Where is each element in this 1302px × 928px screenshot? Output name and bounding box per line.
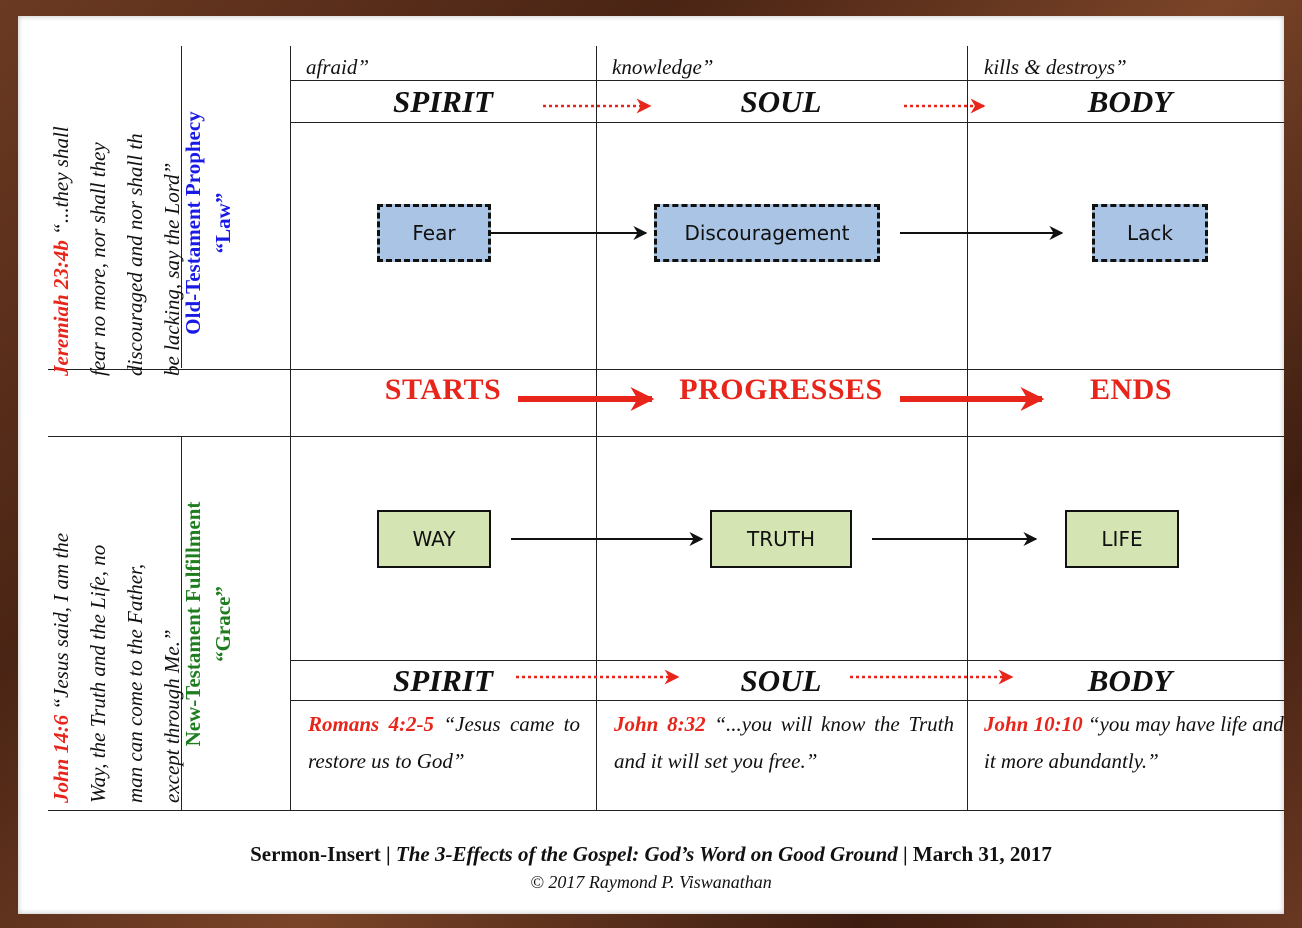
grid-line — [290, 700, 1284, 701]
grid-line — [290, 660, 1284, 661]
truth-box: TRUTH — [710, 510, 852, 568]
john1010-text: “you may have life and it more abundantl… — [984, 712, 1284, 773]
grace-header-body: BODY — [1087, 663, 1173, 698]
romans-citation: Romans 4:2-5 “Jesus came to restore us t… — [308, 706, 580, 780]
grid-line — [48, 369, 1284, 370]
grid-line — [967, 46, 968, 810]
arrow-layer — [491, 98, 1064, 685]
grid-line — [181, 436, 182, 810]
grid-line — [290, 46, 291, 810]
body-quote-tail: kills & destroys” — [984, 55, 1127, 79]
grace-header-soul: SOUL — [740, 663, 822, 698]
copyright-clip: © 2017 Raymond P. Viswanathan — [18, 872, 1284, 892]
john832-citation: John 8:32 “...you will know the Truth an… — [614, 706, 954, 780]
grid-line — [181, 46, 182, 368]
footer-date: | March 31, 2017 — [897, 842, 1052, 866]
copyright: © 2017 Raymond P. Viswanathan — [530, 872, 772, 892]
grid-line — [48, 436, 1284, 437]
fear-box: Fear — [377, 204, 491, 262]
footer-title: The 3-Effects of the Gospel: God’s Word … — [395, 842, 898, 866]
soul-quote-tail: knowledge” — [612, 55, 714, 79]
romans-text: “Jesus came to restore us to God” — [308, 712, 580, 773]
john832-text: “...you will know the Truth and it will … — [614, 712, 954, 773]
spirit-quote-tail: afraid” — [306, 55, 370, 79]
grid-line — [596, 46, 597, 810]
john832-ref: John 8:32 — [614, 712, 706, 736]
john1010-ref: John 10:10 — [984, 712, 1083, 736]
footer-prefix: Sermon-Insert | — [250, 842, 396, 866]
grid-line — [48, 810, 1284, 811]
romans-ref: Romans 4:2-5 — [308, 712, 435, 736]
ends-label: ENDS — [1089, 373, 1173, 406]
grace-header-spirit: SPIRIT — [393, 663, 493, 698]
life-box: LIFE — [1065, 510, 1179, 568]
discouragement-box: Discouragement — [654, 204, 880, 262]
law-header-spirit: SPIRIT — [393, 84, 493, 119]
lack-box: Lack — [1092, 204, 1208, 262]
sermon-insert-page: afraid” knowledge” kills & destroys” SPI… — [18, 16, 1284, 914]
john1010-citation: John 10:10 “you may have life and it mor… — [984, 706, 1284, 780]
grid-line — [290, 80, 1284, 81]
law-header-soul: SOUL — [740, 84, 822, 119]
way-box: WAY — [377, 510, 491, 568]
law-header-body: BODY — [1087, 84, 1173, 119]
starts-label: STARTS — [384, 373, 502, 406]
progresses-label: PROGRESSES — [679, 373, 883, 406]
grid-line — [290, 122, 1284, 123]
footer-line: Sermon-Insert | The 3-Effects of the Gos… — [18, 842, 1284, 867]
